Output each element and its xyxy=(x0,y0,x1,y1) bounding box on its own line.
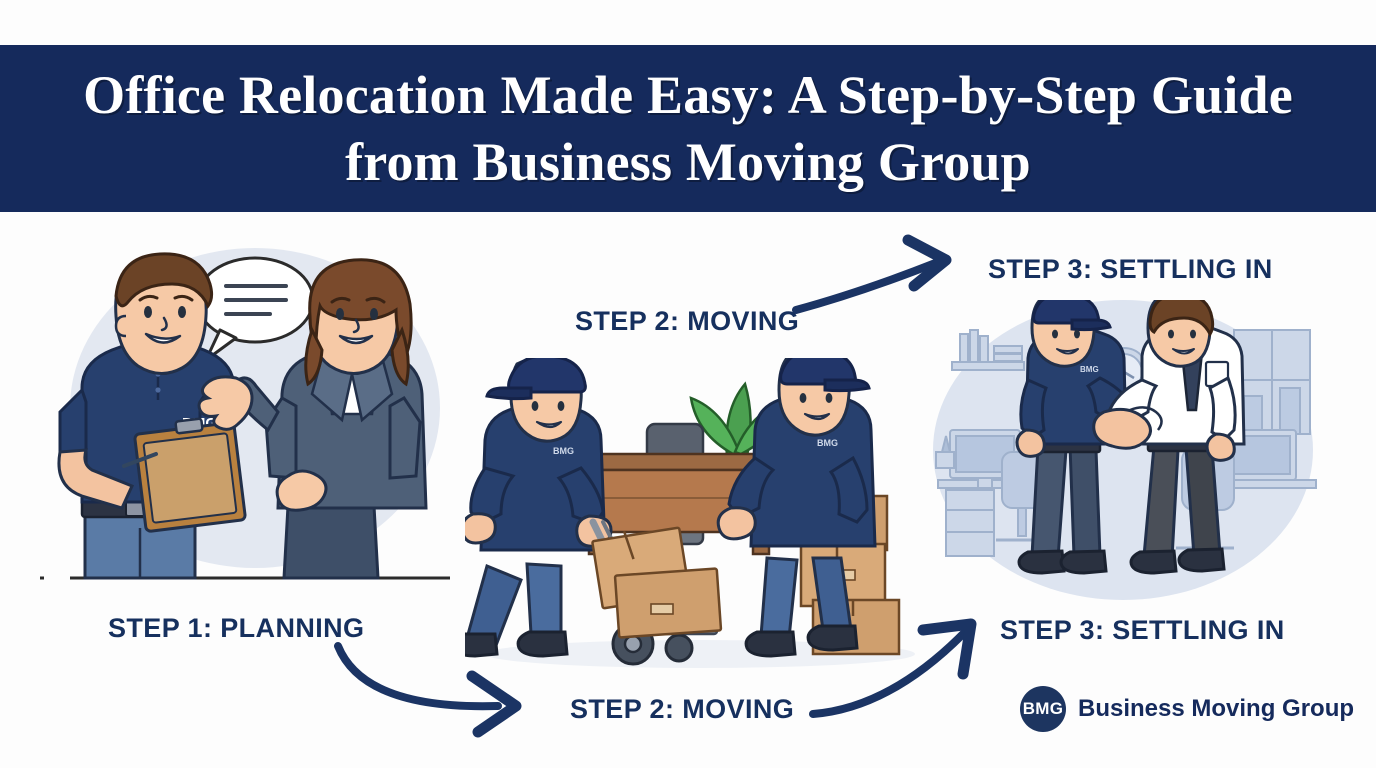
mover-left-figure: BMG xyxy=(465,358,613,658)
mover-cap-icon xyxy=(1032,300,1100,325)
arrow-step2-to-step3-top xyxy=(792,234,952,314)
pen-icon xyxy=(122,452,158,468)
logo-badge-bmg: BMG xyxy=(1020,686,1066,732)
header-band: Office Relocation Made Easy: A Step-by-S… xyxy=(0,45,1376,212)
settling-in-illustration: BMG xyxy=(933,300,1317,600)
client-businessman-figure xyxy=(1106,300,1246,575)
brand-logo: BMG Business Moving Group xyxy=(1020,686,1354,732)
step-1-label: STEP 1: PLANNING xyxy=(108,613,365,643)
svg-text:BMG: BMG xyxy=(1080,365,1099,374)
scene-step1-planning: BMG xyxy=(30,238,470,598)
arrow-step2-to-step3-bottom xyxy=(809,618,977,718)
arrow-step1-to-step2 xyxy=(334,642,522,738)
client-businesswoman-figure xyxy=(197,258,428,580)
floor-shadow xyxy=(485,640,915,668)
step-3-label-bottom: STEP 3: SETTLING IN xyxy=(1000,615,1285,645)
clipboard-prop xyxy=(122,417,247,533)
planning-illustration: BMG xyxy=(40,248,450,580)
svg-text:BMG: BMG xyxy=(817,438,838,448)
logo-company-name: Business Moving Group xyxy=(1078,695,1355,722)
page-title: Office Relocation Made Easy: A Step-by-S… xyxy=(83,64,1293,192)
mover-cap-icon xyxy=(779,358,857,386)
step-2-label-top: STEP 2: MOVING xyxy=(575,306,800,336)
hand-truck-boxes xyxy=(591,526,723,639)
mover-right-figure: BMG xyxy=(716,358,877,658)
step-3-label-top: STEP 3: SETTLING IN xyxy=(988,254,1273,284)
svg-text:BMG: BMG xyxy=(553,446,574,456)
scene-step2-moving: BMG xyxy=(465,358,935,673)
scene-step3-settling-in: BMG xyxy=(928,300,1318,600)
moving-illustration: BMG xyxy=(465,358,915,668)
step-2-label-bottom: STEP 2: MOVING xyxy=(570,694,795,724)
handshake-icon xyxy=(1092,406,1163,450)
